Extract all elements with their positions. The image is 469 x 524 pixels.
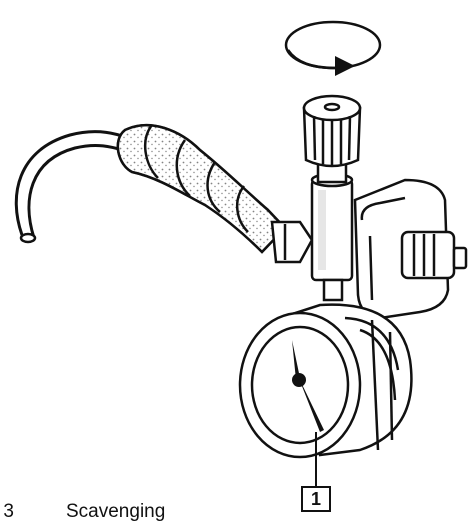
valve-body (310, 158, 354, 302)
gauge-needle (292, 340, 324, 432)
valve-cap (302, 94, 362, 168)
hose-connector (270, 220, 314, 264)
caption-number: 3 (3, 501, 14, 522)
threaded-connector (400, 230, 468, 280)
hose (14, 130, 136, 244)
corrugated-hose (116, 123, 287, 254)
caption-text: Scavenging (66, 501, 166, 522)
rotate-arrow-icon (284, 20, 382, 76)
callout-label: 1 (301, 486, 331, 512)
pressure-gauge (238, 303, 413, 459)
